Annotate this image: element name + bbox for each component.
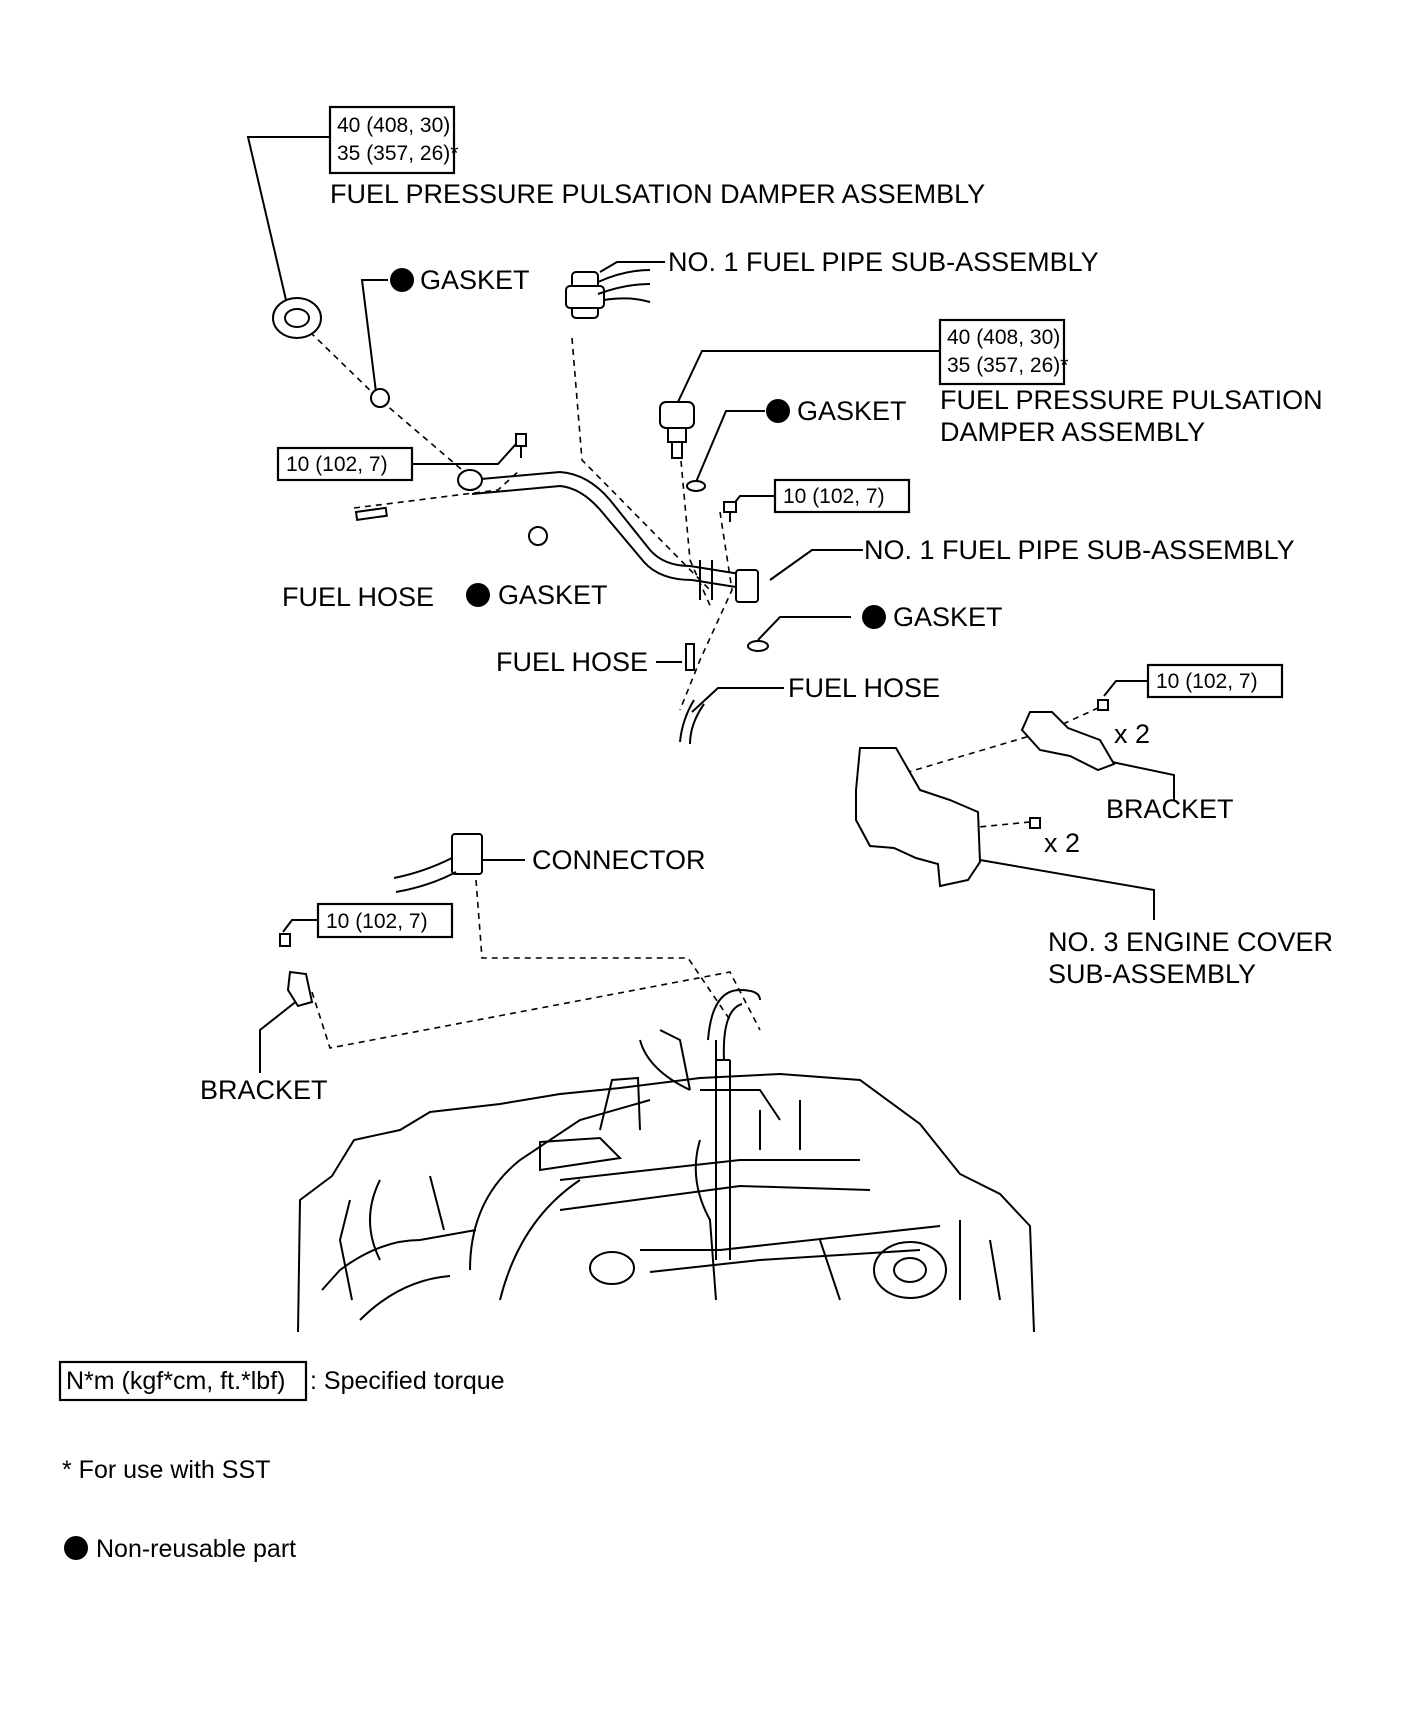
sst-note: * For use with SST bbox=[62, 1456, 270, 1484]
non-reusable-icon bbox=[390, 268, 414, 292]
fuel-hose-label-3: FUEL HOSE bbox=[788, 673, 940, 703]
bolt-left-part bbox=[515, 433, 527, 458]
left-bracket-part bbox=[279, 933, 314, 1008]
legend: N*m (kgf*cm, ft.*lbf) : Specified torque… bbox=[58, 1360, 505, 1563]
bracket-left-torque: 10 (102, 7) bbox=[326, 910, 428, 933]
qty-label-1: x 2 bbox=[1114, 719, 1150, 749]
right-damper-part bbox=[659, 401, 695, 459]
damper-left-torque-2: 35 (357, 26)* bbox=[337, 142, 458, 165]
non-reusable-icon bbox=[64, 1536, 88, 1560]
non-reusable-icon bbox=[766, 399, 790, 423]
qty-label-2: x 2 bbox=[1044, 828, 1080, 858]
engine-cover-part bbox=[855, 747, 1041, 888]
bolt-left-callout: 10 (102, 7) bbox=[276, 446, 414, 482]
connector-label: CONNECTOR bbox=[532, 845, 706, 875]
gasket-label-3: GASKET bbox=[498, 580, 608, 610]
damper-left-callout: 40 (408, 30) 35 (357, 26)* bbox=[328, 105, 458, 175]
damper-left-torque-1: 40 (408, 30) bbox=[337, 114, 450, 137]
engine-block-part bbox=[297, 988, 1035, 1333]
left-damper-part bbox=[272, 297, 322, 339]
damper-right-callout: 40 (408, 30) 35 (357, 26)* bbox=[938, 318, 1068, 386]
bolt-mid-part bbox=[723, 501, 737, 522]
gasket-label-4: GASKET bbox=[893, 602, 1003, 632]
bracket-right-callout: 10 (102, 7) bbox=[1146, 663, 1284, 699]
fuel-hose-parts bbox=[354, 506, 705, 745]
bolt-mid-callout: 10 (102, 7) bbox=[773, 478, 911, 514]
damper-right-torque-1: 40 (408, 30) bbox=[947, 326, 1060, 349]
gasket-part-1 bbox=[370, 388, 390, 408]
non-reusable-label: Non-reusable part bbox=[96, 1535, 296, 1563]
bracket-left-label: BRACKET bbox=[200, 1075, 328, 1105]
fuel-pipe-top-label: NO. 1 FUEL PIPE SUB-ASSEMBLY bbox=[668, 247, 1099, 277]
torque-desc-label: : Specified torque bbox=[310, 1367, 505, 1395]
damper-right-label-2: DAMPER ASSEMBLY bbox=[940, 417, 1205, 447]
fuel-hose-label-2: FUEL HOSE bbox=[496, 647, 648, 677]
engine-cover-label-1: NO. 3 ENGINE COVER bbox=[1048, 927, 1333, 957]
gasket-part-4 bbox=[747, 640, 769, 652]
bracket-right-torque: 10 (102, 7) bbox=[1156, 670, 1258, 693]
damper-right-torque-2: 35 (357, 26)* bbox=[947, 354, 1068, 377]
bracket-left-callout: 10 (102, 7) bbox=[316, 902, 454, 939]
gasket-label-1: GASKET bbox=[420, 265, 530, 295]
main-fuel-pipe-part bbox=[457, 469, 759, 603]
fuel-hose-label-1: FUEL HOSE bbox=[282, 582, 434, 612]
bolt-mid-torque: 10 (102, 7) bbox=[783, 485, 885, 508]
fuel-pipe-mid-label: NO. 1 FUEL PIPE SUB-ASSEMBLY bbox=[864, 535, 1295, 565]
gasket-part-3 bbox=[528, 526, 548, 546]
bolt-left-torque: 10 (102, 7) bbox=[286, 453, 388, 476]
non-reusable-icon bbox=[862, 605, 886, 629]
non-reusable-icon bbox=[466, 583, 490, 607]
right-bracket-part bbox=[1020, 699, 1116, 772]
gasket-part-2 bbox=[686, 480, 706, 492]
bracket-right-label: BRACKET bbox=[1106, 794, 1234, 824]
gasket-label-2: GASKET bbox=[797, 396, 907, 426]
top-fuel-pipe-part bbox=[565, 269, 651, 319]
damper-left-label: FUEL PRESSURE PULSATION DAMPER ASSEMBLY bbox=[330, 179, 985, 209]
leader-lines bbox=[246, 136, 1175, 1073]
assembly-lines bbox=[309, 331, 1099, 1049]
damper-right-label-1: FUEL PRESSURE PULSATION bbox=[940, 385, 1323, 415]
torque-unit-label: N*m (kgf*cm, ft.*lbf) bbox=[66, 1367, 285, 1395]
engine-cover-label-2: SUB-ASSEMBLY bbox=[1048, 959, 1256, 989]
connector-part bbox=[393, 833, 483, 893]
